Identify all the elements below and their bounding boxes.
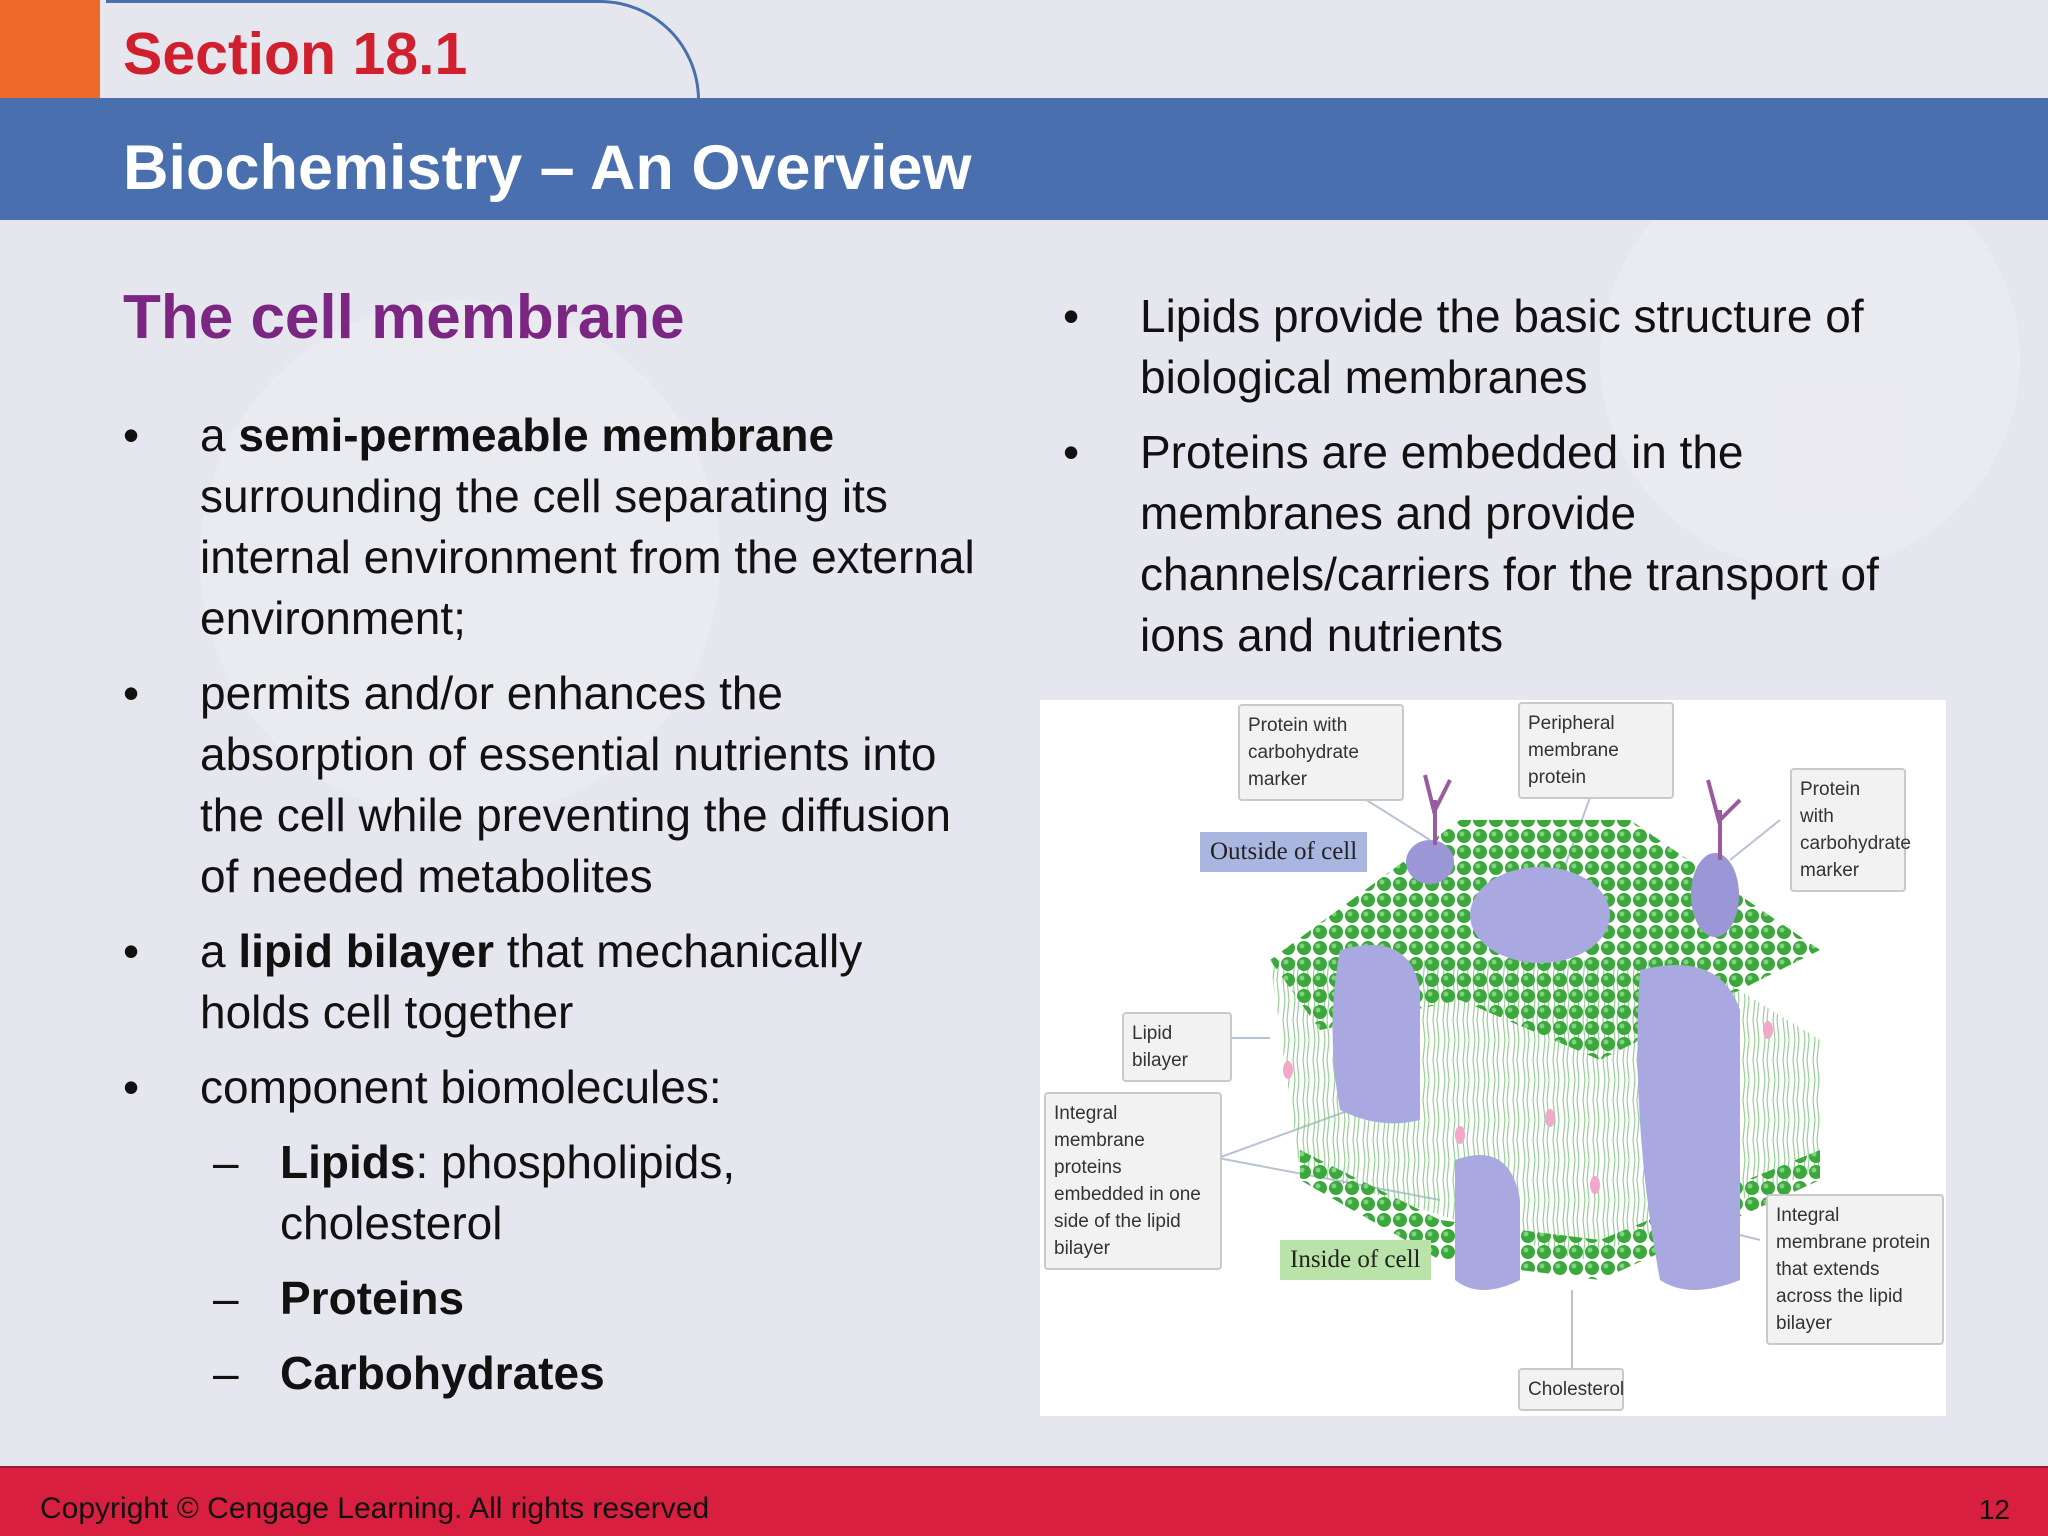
cell-membrane-figure: Protein with carbohydrate marker Periphe… bbox=[1040, 700, 1946, 1416]
footer-bar bbox=[0, 1466, 2048, 1536]
callout-peripheral-protein: Peripheral membrane protein bbox=[1518, 702, 1674, 799]
bullet-dot: • bbox=[1063, 426, 1080, 478]
sub-bullet-dash: – bbox=[213, 1136, 239, 1188]
content-heading: The cell membrane bbox=[123, 283, 685, 352]
bullet-text: a bbox=[200, 409, 239, 461]
bullet-bold-text: lipid bilayer bbox=[238, 925, 495, 977]
peripheral-protein bbox=[1470, 867, 1610, 963]
bullet-text: permits and/or enhances the absorption o… bbox=[200, 667, 951, 902]
bullet-text: that mechanically holds cell together bbox=[200, 925, 863, 1038]
sub-bullet-proteins: – Proteins bbox=[213, 1268, 983, 1329]
bullet-text: surrounding the cell separating its inte… bbox=[200, 470, 975, 644]
inside-of-cell-label: Inside of cell bbox=[1280, 1240, 1431, 1280]
callout-protein-carb-marker-2: Protein with carbohydrate marker bbox=[1790, 768, 1911, 892]
cholesterol-molecules bbox=[1283, 1021, 1773, 1194]
bullet-lipid-bilayer: • a lipid bilayer that mechanically hold… bbox=[123, 921, 983, 1043]
orange-accent-block bbox=[0, 0, 100, 100]
sub-bullet-dash: – bbox=[213, 1347, 239, 1399]
sub-bullet-bold-text: Proteins bbox=[280, 1272, 465, 1324]
bullet-lipids-structure: • Lipids provide the basic structure of … bbox=[1063, 286, 1943, 408]
sub-bullet-lipids: – Lipids: phospholipids, cholesterol bbox=[213, 1132, 800, 1254]
background-decoration bbox=[1600, 150, 2020, 570]
integral-protein-bottom bbox=[1455, 1155, 1520, 1290]
callout-integral-across: Integral membrane protein that extends a… bbox=[1766, 1194, 1944, 1345]
background-decoration bbox=[200, 300, 720, 820]
callout-integral-one-side: Integral membrane proteins embedded in o… bbox=[1044, 1092, 1222, 1270]
sub-bullet-dash: – bbox=[213, 1272, 239, 1324]
bullet-text: Lipids provide the basic structure of bi… bbox=[1140, 290, 1864, 403]
carbohydrate-chain-left bbox=[1423, 774, 1452, 845]
bullet-proteins-embedded: • Proteins are embedded in the membranes… bbox=[1063, 422, 1943, 666]
callout-lipid-bilayer: Lipid bilayer bbox=[1122, 1012, 1232, 1082]
left-bullet-list: • a semi-permeable membrane surrounding … bbox=[123, 405, 983, 1418]
carbohydrate-chain-right bbox=[1706, 779, 1742, 860]
bullet-components: • component biomolecules: bbox=[123, 1057, 983, 1118]
sub-bullet-text: : phospholipids, cholesterol bbox=[280, 1136, 736, 1249]
bullet-dot: • bbox=[123, 409, 140, 461]
carbohydrate-protein-right bbox=[1691, 853, 1739, 937]
slide-title: Biochemistry – An Overview bbox=[123, 133, 972, 203]
bullet-dot: • bbox=[123, 925, 140, 977]
bullet-dot: • bbox=[1063, 290, 1080, 342]
copyright-text: Copyright © Cengage Learning. All rights… bbox=[40, 1492, 710, 1525]
integral-protein-left bbox=[1332, 945, 1420, 1124]
integral-protein-across bbox=[1637, 965, 1740, 1290]
callout-protein-carb-marker-1: Protein with carbohydrate marker bbox=[1238, 704, 1404, 801]
sub-bullet-bold-text: Lipids bbox=[280, 1136, 416, 1188]
outside-of-cell-label: Outside of cell bbox=[1200, 832, 1368, 872]
bullet-permits: • permits and/or enhances the absorption… bbox=[123, 663, 983, 907]
right-bullet-list: • Lipids provide the basic structure of … bbox=[1063, 286, 1943, 680]
bullet-dot: • bbox=[123, 1061, 140, 1113]
bullet-text: a bbox=[200, 925, 239, 977]
bullet-dot: • bbox=[123, 667, 140, 719]
bullet-semi-permeable: • a semi-permeable membrane surrounding … bbox=[123, 405, 983, 649]
callout-cholesterol: Cholesterol bbox=[1518, 1368, 1624, 1411]
carbohydrate-protein-left bbox=[1406, 840, 1454, 884]
sub-bullet-carbohydrates: – Carbohydrates bbox=[213, 1343, 983, 1404]
bullet-text: component biomolecules: bbox=[200, 1061, 722, 1113]
bullet-text: Proteins are embedded in the membranes a… bbox=[1140, 426, 1879, 661]
page-number: 12 bbox=[1978, 1494, 2010, 1525]
sub-bullet-bold-text: Carbohydrates bbox=[280, 1347, 605, 1399]
bullet-bold-text: semi-permeable membrane bbox=[238, 409, 835, 461]
title-bar bbox=[0, 98, 2048, 220]
section-label: Section 18.1 bbox=[123, 21, 468, 87]
